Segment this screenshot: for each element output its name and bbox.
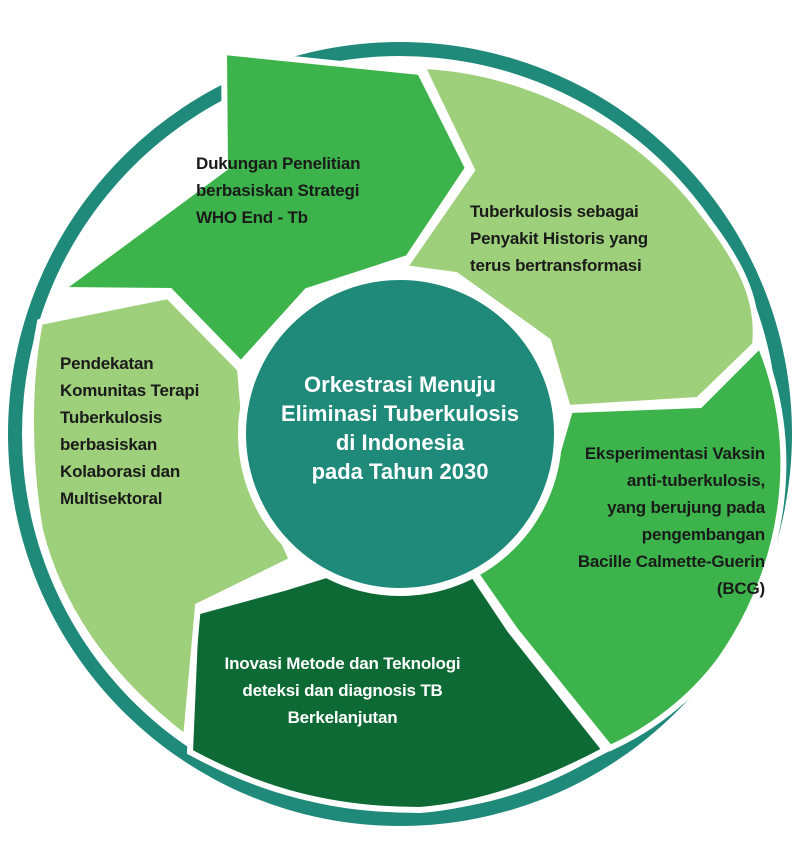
segment-innovation [186, 566, 610, 814]
segment-label-research: Dukungan Penelitian berbasiskan Strategi… [196, 154, 361, 227]
center-hub [238, 272, 562, 596]
segment-community [28, 292, 296, 744]
segment-history [398, 62, 759, 412]
segment-label-innovation: Inovasi Metode dan Teknologi deteksi dan… [224, 654, 461, 727]
segment-vaccine [472, 339, 787, 752]
center-title: Orkestrasi Menuju Eliminasi Tuberkulosis… [281, 372, 519, 484]
segment-research [51, 48, 472, 369]
segment-label-history: Tuberkulosis sebagai Penyakit Historis y… [470, 202, 648, 275]
segments-group [28, 48, 787, 814]
segment-label-community: Pendekatan Komunitas Terapi Tuberkulosis… [60, 354, 200, 508]
segment-label-vaccine: Eksperimentasi Vaksin anti-tuberkulosis,… [577, 444, 765, 598]
